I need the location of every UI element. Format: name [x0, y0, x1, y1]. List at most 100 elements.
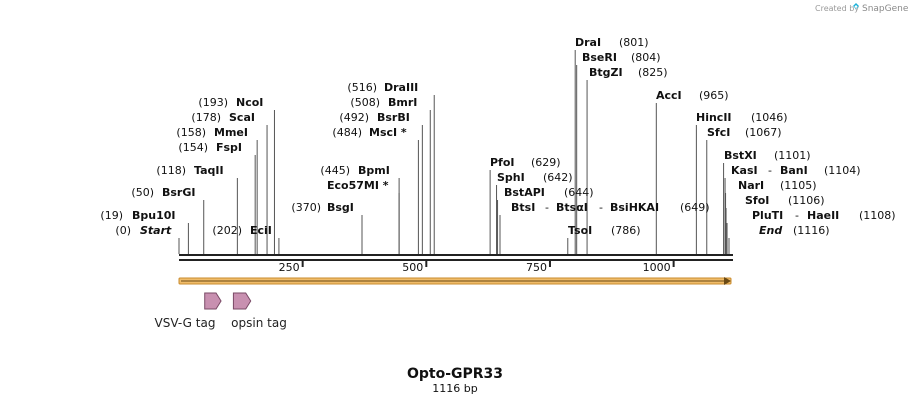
site-draiii[interactable]: (516) DraIII: [347, 81, 418, 94]
map-title: Opto-GPR33: [407, 366, 503, 382]
site-pluti-group[interactable]: PluTI - HaeII (1108): [752, 209, 896, 222]
site-name: BtgZI: [589, 66, 623, 79]
site-name: FspI: [216, 141, 242, 154]
site-ncoi[interactable]: (193) NcoI: [198, 96, 263, 109]
site-name: EciI: [250, 224, 272, 237]
site-position: (649): [680, 201, 710, 214]
site-btgzi[interactable]: BtgZI (825): [589, 66, 668, 79]
site-name: Eco57MI *: [327, 179, 389, 192]
site-drai[interactable]: DraI (801): [575, 36, 649, 49]
site-name-start: Start: [140, 224, 172, 237]
site-sfci[interactable]: SfcI (1067): [707, 126, 782, 139]
site-position: (1105): [780, 179, 817, 192]
site-name: NcoI: [236, 96, 263, 109]
site-position: (370): [291, 201, 321, 214]
site-name: BpmI: [358, 164, 390, 177]
site-kasi-group[interactable]: KasI - BanI (1104): [731, 164, 861, 177]
site-name: DraI: [575, 36, 601, 49]
feature-vsvg-tag-arrow-icon[interactable]: [204, 292, 222, 310]
site-position: (1104): [824, 164, 861, 177]
site-name-end: End: [759, 224, 782, 237]
map-length: 1116 bp: [432, 382, 477, 395]
site-bsrbi[interactable]: (492) BsrBI: [339, 111, 409, 124]
watermark-text: Created by: [815, 4, 859, 13]
site-position: (1046): [751, 111, 788, 124]
snapgene-watermark[interactable]: Created by SnapGene: [815, 3, 909, 14]
site-bpu10i[interactable]: (19) Bpu10I: [100, 209, 175, 222]
site-ecii[interactable]: (202) EciI: [212, 224, 272, 237]
site-name: BtsI: [511, 201, 535, 214]
site-name: BsrGI: [162, 186, 195, 199]
site-name: SfoI: [745, 194, 769, 207]
site-msci[interactable]: (484) MscI *: [332, 126, 407, 139]
site-taqii[interactable]: (118) TaqII: [156, 164, 223, 177]
site-pfoi[interactable]: PfoI (629): [490, 156, 561, 169]
site-position: (193): [198, 96, 228, 109]
site-bstapi[interactable]: BstAPI (644): [504, 186, 594, 199]
site-position: (1067): [745, 126, 782, 139]
site-position: (492): [339, 111, 369, 124]
site-bstxi[interactable]: BstXI (1101): [724, 149, 811, 162]
site-name: BsiHKAI: [610, 201, 659, 214]
site-bsrgi[interactable]: (50) BsrGI: [131, 186, 195, 199]
site-hincii[interactable]: HincII (1046): [696, 111, 788, 124]
site-name: Bpu10I: [132, 209, 176, 222]
site-bseri[interactable]: BseRI (804): [582, 51, 661, 64]
site-name: HincII: [696, 111, 732, 124]
site-name: NarI: [738, 179, 764, 192]
feature-opsin-tag-arrow-icon[interactable]: [232, 292, 252, 310]
restriction-site-lines: [178, 50, 730, 254]
site-name: MscI *: [369, 126, 407, 139]
snapgene-leaf-icon: [853, 3, 859, 9]
site-position: (825): [638, 66, 668, 79]
site-position: (786): [611, 224, 641, 237]
site-sphi[interactable]: SphI (642): [497, 171, 573, 184]
site-bsgi[interactable]: (370) BsgI: [291, 201, 354, 214]
site-name: AccI: [656, 89, 682, 102]
site-name: DraIII: [384, 81, 418, 94]
site-separator: -: [545, 201, 549, 214]
orf-track[interactable]: [178, 277, 732, 285]
feature-track: VSV-G tag opsin tag: [155, 292, 287, 330]
site-scai[interactable]: (178) ScaI: [191, 111, 255, 124]
site-bmri[interactable]: (508) BmrI: [350, 96, 417, 109]
site-position: (154): [178, 141, 208, 154]
site-name: ScaI: [229, 111, 255, 124]
site-position: (629): [531, 156, 561, 169]
site-sfoi[interactable]: SfoI (1106): [745, 194, 825, 207]
site-name: HaeII: [807, 209, 839, 222]
site-start[interactable]: (0) Start: [115, 224, 172, 237]
site-position: (1101): [774, 149, 811, 162]
watermark-brand: SnapGene: [862, 4, 909, 14]
site-position: (202): [212, 224, 242, 237]
site-name: TaqII: [194, 164, 224, 177]
site-position: (801): [619, 36, 649, 49]
site-bpmi[interactable]: (445) BpmI: [320, 164, 389, 177]
site-end[interactable]: End (1116): [759, 224, 830, 237]
site-name: MmeI: [214, 126, 248, 139]
site-name: BanI: [780, 164, 808, 177]
site-fspi[interactable]: (154) FspI: [178, 141, 242, 154]
site-eco57mi[interactable]: Eco57MI *: [327, 179, 389, 192]
site-nari[interactable]: NarI (1105): [738, 179, 817, 192]
restriction-site-labels: (0) Start (19) Bpu10I (50) BsrGI (118) T…: [100, 36, 895, 237]
site-mmei[interactable]: (158) MmeI: [176, 126, 248, 139]
site-name: BsrBI: [377, 111, 410, 124]
site-position: (445): [320, 164, 350, 177]
site-btsi-group[interactable]: BtsI - BtsαI - BsiHKAI (649): [511, 201, 710, 214]
site-position: (1108): [859, 209, 896, 222]
site-position: (965): [699, 89, 729, 102]
site-acci[interactable]: AccI (965): [656, 89, 729, 102]
site-name: BtsαI: [556, 201, 588, 214]
site-separator: -: [768, 164, 772, 177]
site-position: (1116): [793, 224, 830, 237]
site-tsoi[interactable]: TsoI (786): [568, 224, 641, 237]
site-name: BseRI: [582, 51, 617, 64]
site-name: TsoI: [568, 224, 592, 237]
site-position: (804): [631, 51, 661, 64]
site-position: (158): [176, 126, 206, 139]
site-position: (118): [156, 164, 186, 177]
site-name: BstAPI: [504, 186, 545, 199]
